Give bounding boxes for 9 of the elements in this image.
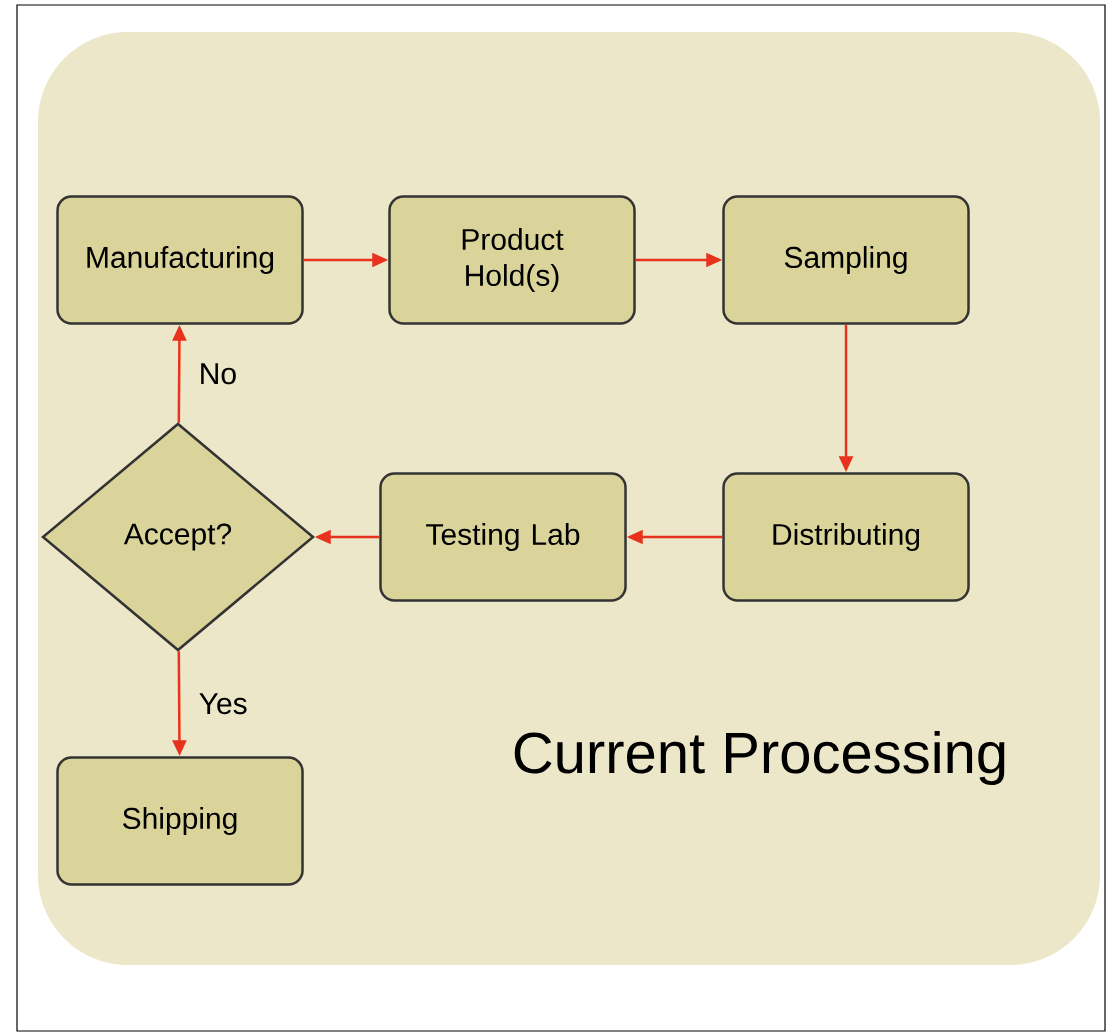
edge-label: Yes: [199, 693, 247, 715]
process-box: Sampling: [722, 195, 970, 325]
process-box: Manufacturing: [56, 195, 304, 325]
process-box: Shipping: [56, 756, 304, 886]
process-box: Testing Lab: [379, 472, 627, 602]
title: Current Processing: [514, 730, 1005, 786]
process-box: Distributing: [722, 472, 970, 602]
edge-label: No: [201, 363, 236, 385]
process-box: Product Hold(s): [388, 195, 636, 325]
